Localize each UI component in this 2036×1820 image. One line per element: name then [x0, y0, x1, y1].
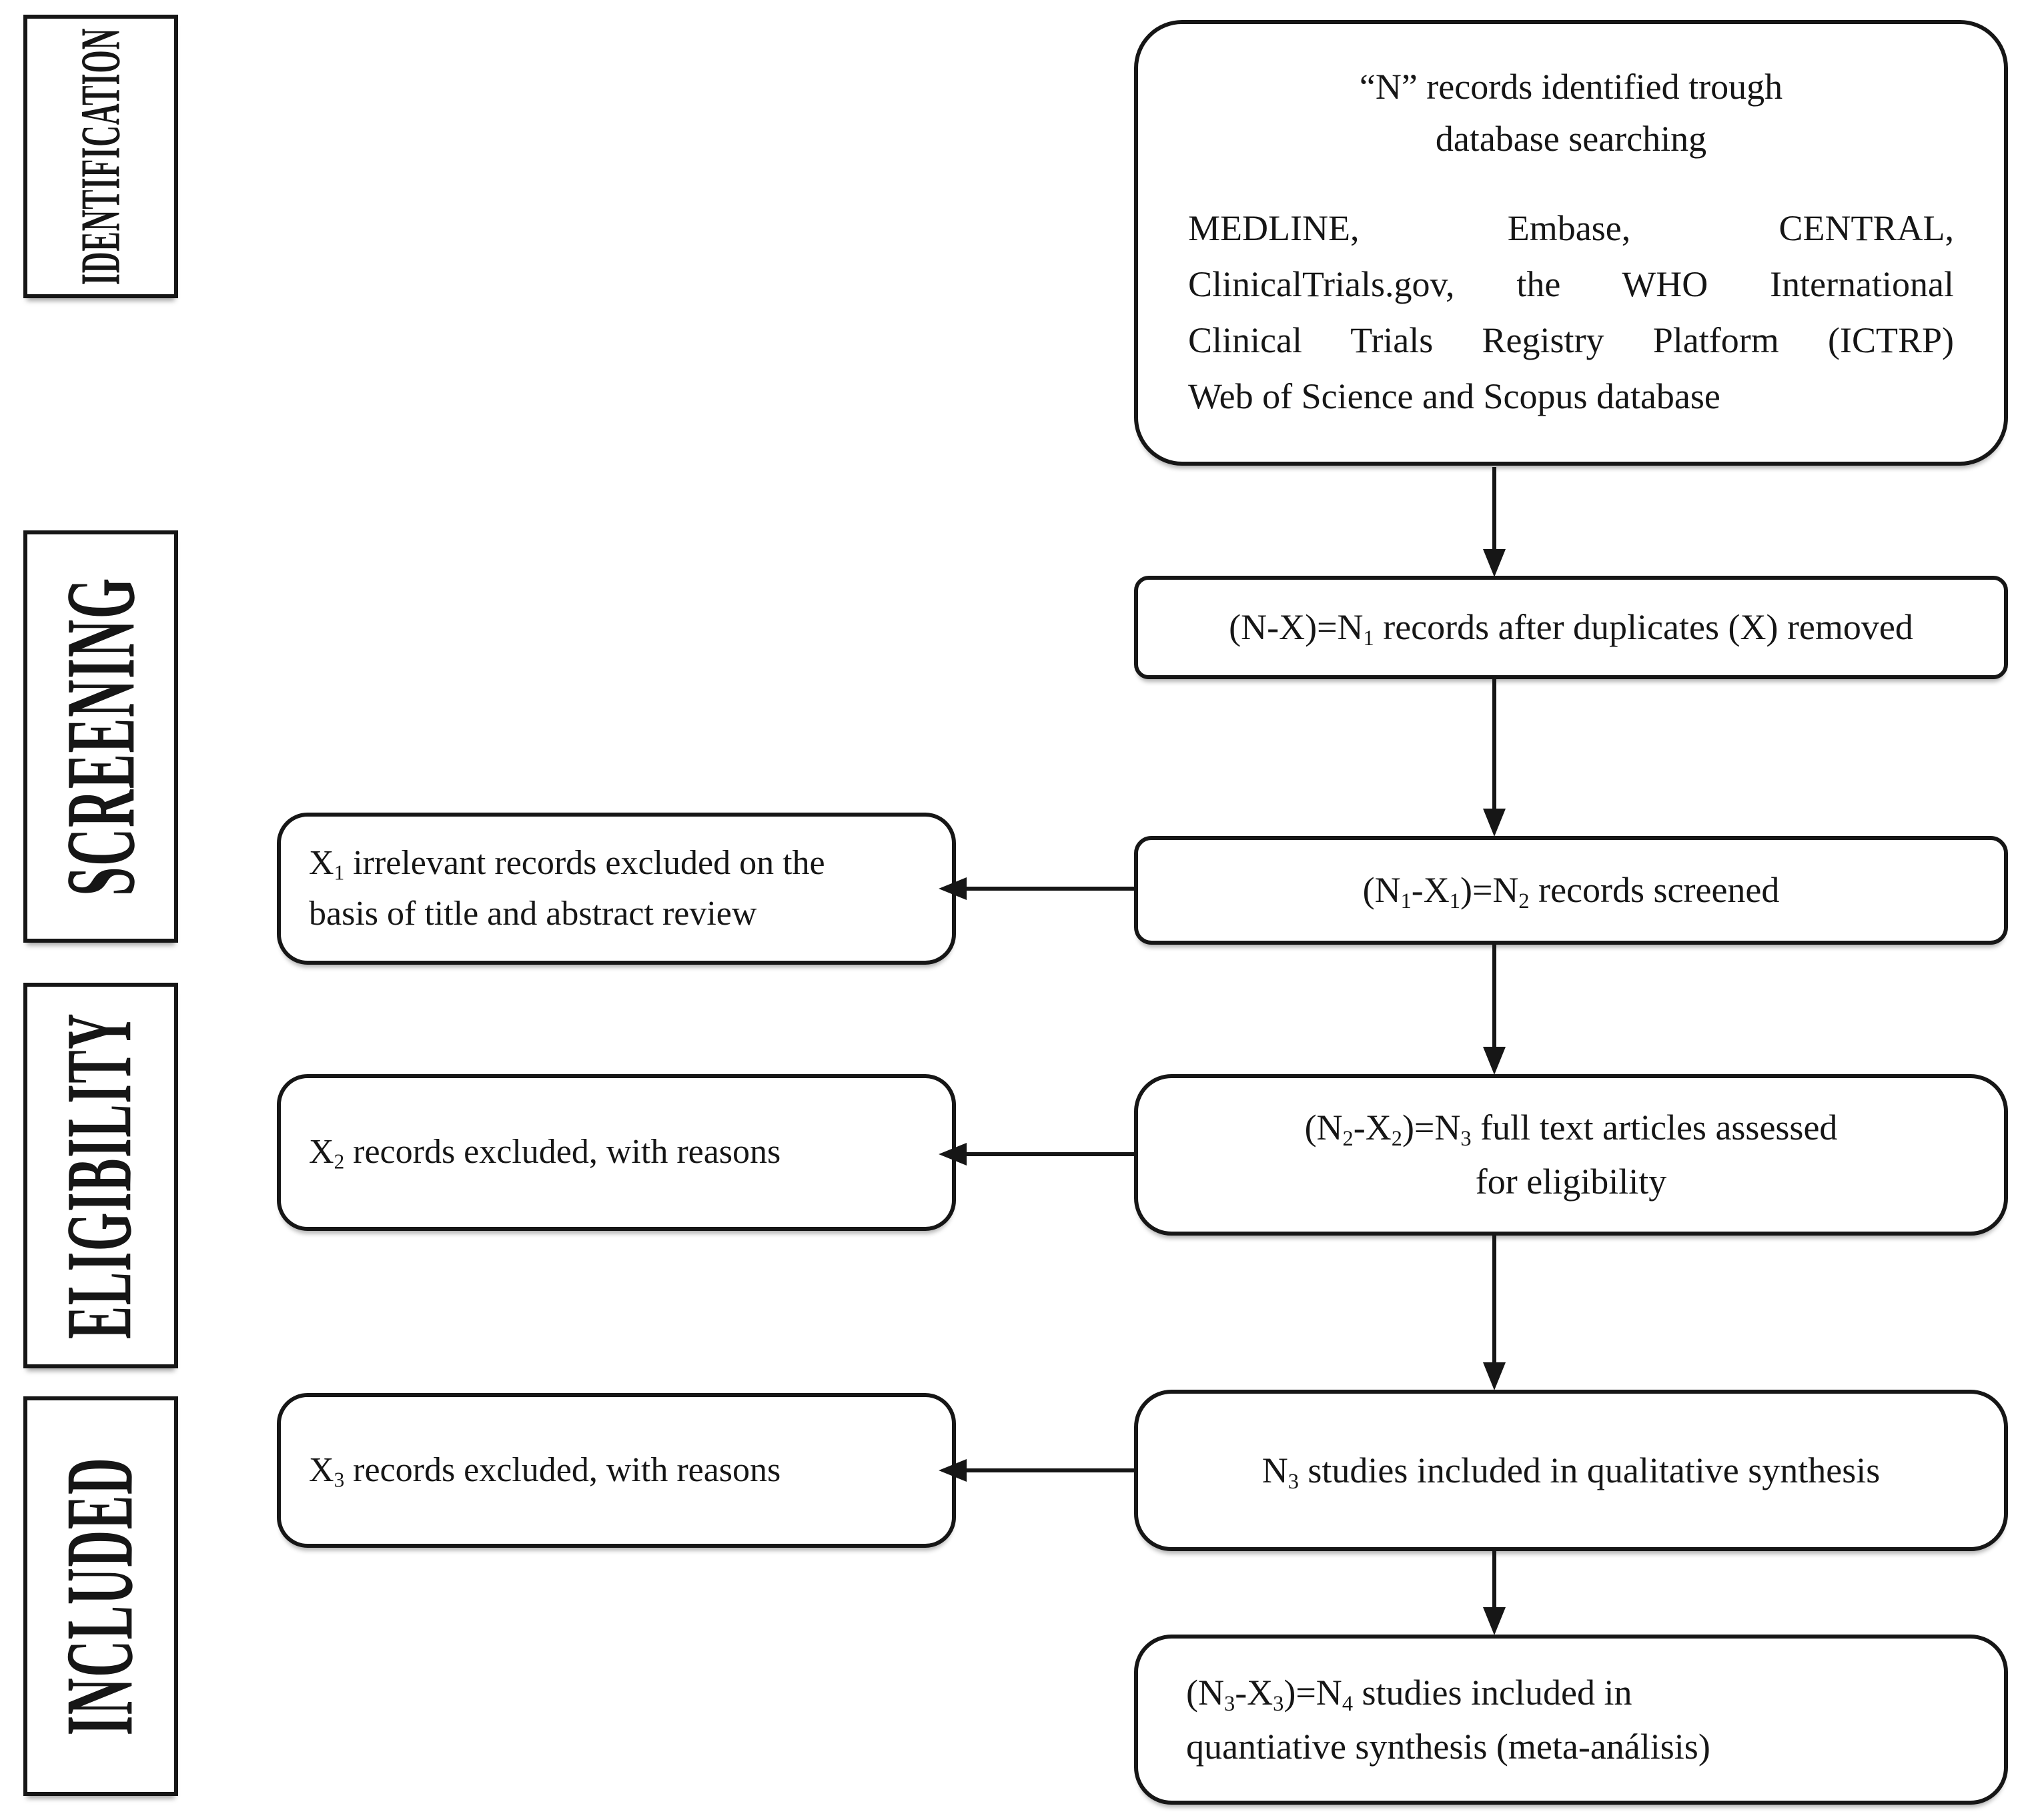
arrow-down-fulltext-to-qualitative-icon	[1492, 1236, 1496, 1364]
stage-identification: IDENTIFICATION	[23, 15, 178, 298]
stage-screening: SCREENING	[23, 530, 178, 943]
excluded-with-reasons-text: X2 records excluded, with reasons	[309, 1133, 781, 1174]
stage-label: SCREENING	[45, 577, 155, 896]
records-screened-text: (N1-X1)=N2 records screened	[1362, 870, 1780, 914]
stage-label: INCLUDED	[47, 1456, 153, 1736]
arrow-down-duplicates-to-screened-icon	[1492, 679, 1496, 810]
box-excluded-with-reasons-included: X3 records excluded, with reasons	[277, 1393, 956, 1548]
arrow-left-screened-to-excluded-icon	[965, 887, 1134, 891]
box-records-screened: (N1-X1)=N2 records screened	[1134, 836, 2008, 945]
stage-label: IDENTIFICATION	[69, 27, 132, 286]
qualitative-synthesis-text: N3 studies included in qualitative synth…	[1261, 1450, 1881, 1494]
excluded-with-reasons-text: X3 records excluded, with reasons	[309, 1450, 781, 1492]
arrow-left-qualitative-to-excluded-icon	[965, 1468, 1134, 1472]
duplicates-removed-text: (N-X)=N1 records after duplicates (X) re…	[1229, 607, 1913, 651]
box-excluded-with-reasons-eligibility: X2 records excluded, with reasons	[277, 1074, 956, 1231]
arrow-down-screened-to-fulltext-icon	[1492, 945, 1496, 1048]
box-qualitative-synthesis: N3 studies included in qualitative synth…	[1134, 1390, 2008, 1551]
arrow-down-qualitative-to-quantitative-icon	[1492, 1551, 1496, 1609]
arrow-down-identified-to-duplicates-icon	[1492, 467, 1496, 550]
box-duplicates-removed: (N-X)=N1 records after duplicates (X) re…	[1134, 576, 2008, 679]
stage-eligibility: ELIGIBILITY	[23, 983, 178, 1368]
records-identified-sources: MEDLINE, Embase, CENTRAL,ClinicalTrials.…	[1188, 207, 1954, 417]
stage-label: ELIGIBILITY	[48, 1012, 152, 1339]
stage-included: INCLUDED	[23, 1396, 178, 1796]
arrow-left-fulltext-to-excluded-icon	[965, 1152, 1134, 1156]
